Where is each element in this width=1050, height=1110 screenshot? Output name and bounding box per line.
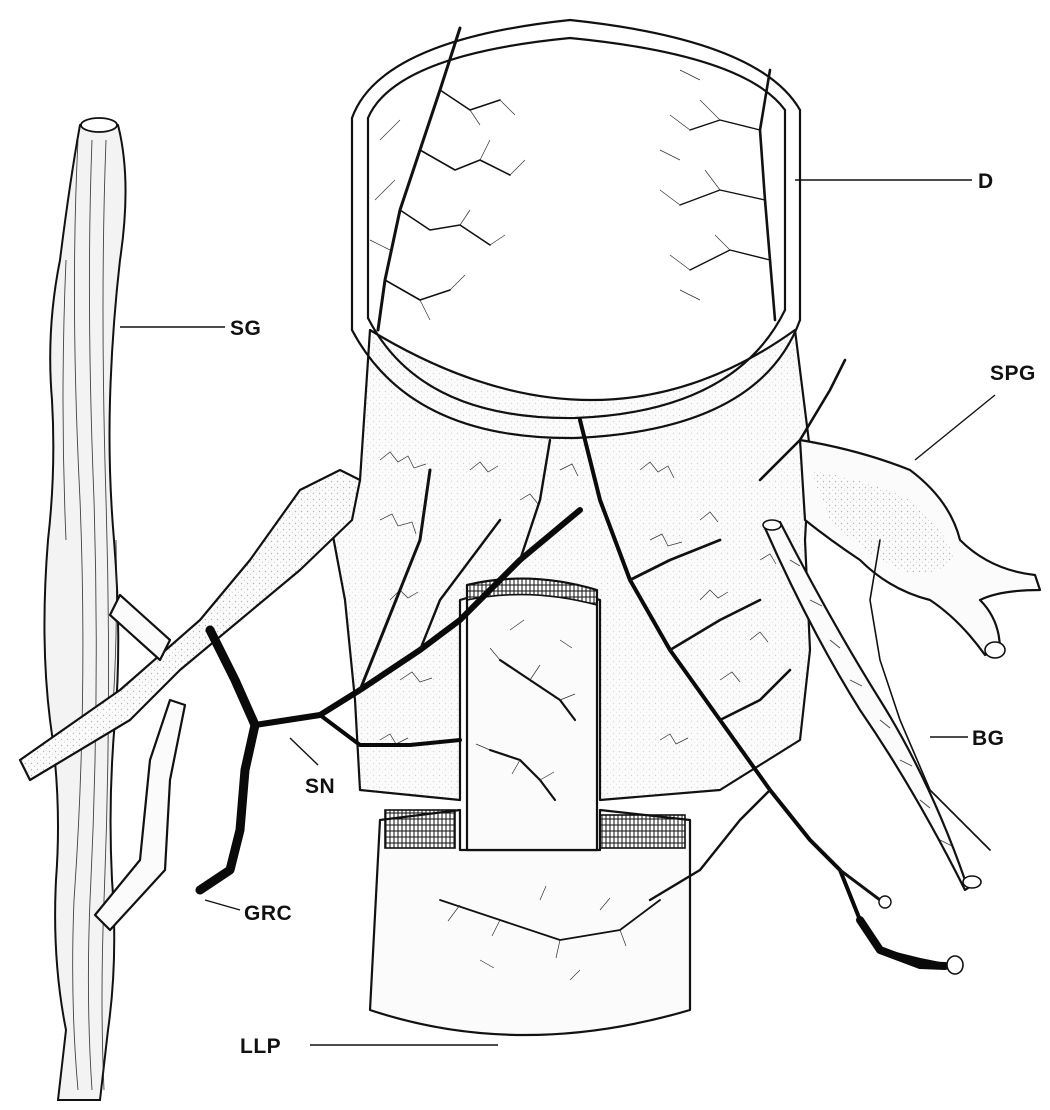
label-grc: GRC	[244, 902, 292, 925]
label-bg: BG	[972, 727, 1005, 750]
grc-nerve	[200, 630, 255, 890]
label-llp: LLP	[240, 1035, 281, 1058]
dural-vessels-right	[660, 70, 775, 320]
label-sg: SG	[230, 317, 261, 340]
dural-vessels-left	[370, 28, 525, 330]
leader-sn	[290, 738, 318, 765]
central-column	[467, 579, 597, 850]
label-spg: SPG	[990, 362, 1036, 385]
leader-grc	[205, 900, 240, 910]
label-d: D	[978, 170, 994, 193]
leader-spg	[915, 395, 995, 460]
label-sn: SN	[305, 775, 335, 798]
